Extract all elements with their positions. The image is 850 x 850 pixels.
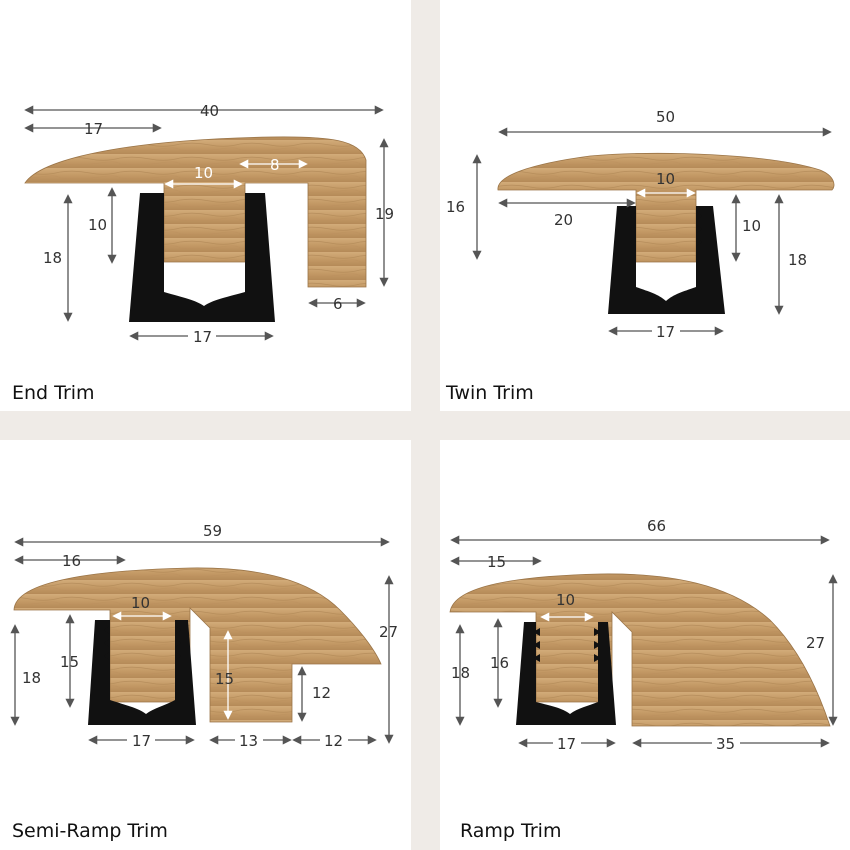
end-trim-height-label: 19 <box>375 205 394 223</box>
end-trim-track-teeth <box>156 200 253 236</box>
twin-trim-tongue-label: 10 <box>656 170 675 188</box>
end-trim-leg-label: 6 <box>333 295 343 313</box>
ramp-trim-track-width-label: 17 <box>557 735 576 753</box>
semi-ramp-trim-track-width-label: 17 <box>132 732 151 750</box>
semi-ramp-trim-track <box>88 620 196 725</box>
ramp-trim-ramp-width-label: 35 <box>716 735 735 753</box>
twin-trim-diagram: 50 10 20 16 10 18 17 <box>446 108 835 341</box>
ramp-trim-panel: 66 15 10 18 16 27 17 35 Ramp Trim <box>440 440 850 850</box>
end-trim-gap-label: 8 <box>270 156 280 174</box>
end-trim-lip-label: 17 <box>84 120 103 138</box>
ramp-trim-height-label: 27 <box>806 634 825 652</box>
semi-ramp-trim-leg-height-label: 15 <box>215 670 234 688</box>
semi-ramp-trim-track-height-label: 18 <box>22 669 41 687</box>
semi-ramp-trim-caption: Semi-Ramp Trim <box>12 820 168 842</box>
end-trim-caption: End Trim <box>12 382 95 404</box>
end-trim-track-height-label: 18 <box>43 249 62 267</box>
semi-ramp-trim-leg-width-label: 13 <box>239 732 258 750</box>
twin-trim-panel: 50 10 20 16 10 18 17 Twin Trim <box>440 0 850 411</box>
end-trim-track <box>129 193 275 322</box>
ramp-trim-wood-profile <box>449 573 831 727</box>
ramp-trim-track-teeth <box>533 628 601 662</box>
ramp-trim-caption: Ramp Trim <box>460 820 562 842</box>
semi-ramp-trim-diagram: 59 16 10 18 15 15 12 27 17 13 12 <box>10 522 398 750</box>
ramp-trim-total-label: 66 <box>647 517 666 535</box>
end-trim-wood-profile <box>24 136 367 288</box>
twin-trim-track-width-label: 17 <box>656 323 675 341</box>
twin-trim-caption: Twin Trim <box>446 382 534 404</box>
ramp-trim-clip-label: 16 <box>490 654 509 672</box>
twin-trim-offset-label: 20 <box>554 211 573 229</box>
semi-ramp-trim-tongue-label: 10 <box>131 594 150 612</box>
semi-ramp-trim-lip-label: 16 <box>62 552 81 570</box>
twin-trim-thickness-label: 16 <box>446 198 465 216</box>
end-trim-diagram: 40 17 10 8 19 6 10 18 17 <box>24 102 394 346</box>
twin-trim-track <box>608 206 725 314</box>
end-trim-clip-label: 10 <box>88 216 107 234</box>
semi-ramp-trim-track-teeth <box>103 626 182 660</box>
ramp-trim-diagram: 66 15 10 18 16 27 17 35 <box>449 517 838 753</box>
ramp-trim-tongue-label: 10 <box>556 591 575 609</box>
ramp-trim-track-height-label: 18 <box>451 664 470 682</box>
semi-ramp-trim-step-label: 12 <box>312 684 331 702</box>
twin-trim-clip-label: 10 <box>742 217 761 235</box>
semi-ramp-trim-total-label: 59 <box>203 522 222 540</box>
semi-ramp-trim-wood-profile <box>13 567 382 723</box>
end-trim-total-label: 40 <box>200 102 219 120</box>
end-trim-panel: 40 17 10 8 19 6 10 18 17 End Trim <box>0 0 411 411</box>
ramp-trim-lip-label: 15 <box>487 553 506 571</box>
twin-trim-total-label: 50 <box>656 108 675 126</box>
semi-ramp-trim-clip-label: 15 <box>60 653 79 671</box>
semi-ramp-trim-ramp-width-label: 12 <box>324 732 343 750</box>
semi-ramp-trim-height-label: 27 <box>379 623 398 641</box>
semi-ramp-trim-panel: 59 16 10 18 15 15 12 27 17 13 12 Semi-Ra… <box>0 440 411 850</box>
twin-trim-track-teeth <box>629 212 703 246</box>
end-trim-track-width-label: 17 <box>193 328 212 346</box>
ramp-trim-track <box>516 622 616 725</box>
end-trim-tongue-label: 10 <box>194 164 213 182</box>
twin-trim-wood-profile <box>497 152 835 263</box>
twin-trim-track-height-label: 18 <box>788 251 807 269</box>
